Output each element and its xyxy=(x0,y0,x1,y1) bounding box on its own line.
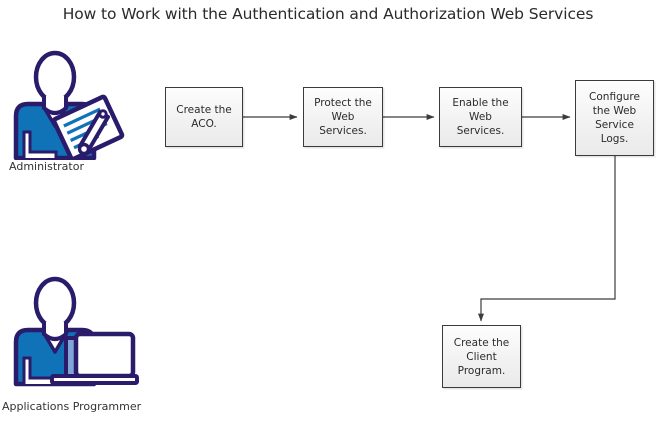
page-title: How to Work with the Authentication and … xyxy=(62,5,594,23)
process-box-configure-the-web-service-logs[interactable]: Configure the Web Service Logs. xyxy=(575,80,654,156)
person-with-computer-icon xyxy=(13,276,139,387)
process-box-enable-the-web-services[interactable]: Enable the Web Services. xyxy=(439,87,522,147)
actor-applications-programmer xyxy=(8,272,148,390)
process-box-create-the-client-program[interactable]: Create the Client Program. xyxy=(442,325,521,388)
connector-configure-to-client xyxy=(478,156,616,322)
process-box-label: Protect the Web Services. xyxy=(314,97,372,137)
process-box-label: Enable the Web Services. xyxy=(452,97,509,137)
process-box-create-the-aco[interactable]: Create the ACO. xyxy=(165,87,243,147)
person-with-clipboard-icon xyxy=(13,50,125,162)
process-box-label: Create the Client Program. xyxy=(453,336,510,377)
actor-administrator-label: Administrator xyxy=(9,160,84,173)
process-box-label: Configure the Web Service Logs. xyxy=(589,91,640,145)
actor-applications-programmer-label: Applications Programmer xyxy=(2,400,142,413)
process-box-protect-the-web-services[interactable]: Protect the Web Services. xyxy=(303,87,383,147)
process-box-label: Create the ACO. xyxy=(176,104,232,130)
actor-administrator xyxy=(8,50,128,162)
pen-icon xyxy=(77,109,110,156)
